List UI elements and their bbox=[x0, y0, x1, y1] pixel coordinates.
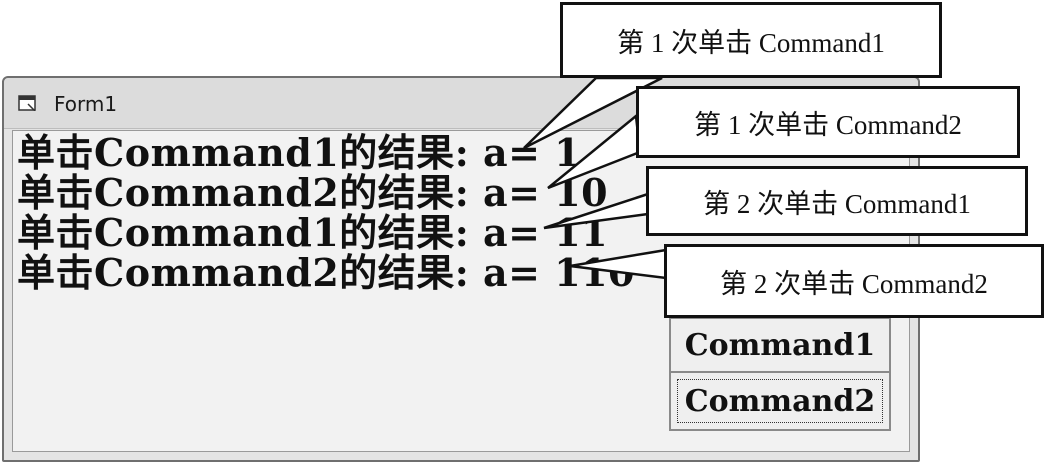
callout-label: 第 1 次单击 Command1 bbox=[560, 2, 942, 78]
command2-button[interactable]: Command2 bbox=[669, 371, 891, 431]
callout-pointer bbox=[543, 192, 650, 230]
command1-button[interactable]: Command1 bbox=[669, 317, 891, 373]
output-line: 单击Command2的结果: a= 10 bbox=[17, 170, 609, 215]
command1-button-label: Command1 bbox=[684, 327, 876, 363]
window-title: Form1 bbox=[54, 92, 118, 116]
callout-pointer bbox=[523, 76, 663, 150]
output-line: 单击Command1的结果: a= 11 bbox=[17, 210, 609, 255]
callout-label: 第 2 次单击 Command1 bbox=[646, 166, 1028, 236]
output-line: 单击Command2的结果: a= 110 bbox=[17, 250, 636, 295]
output-line: 单击Command1的结果: a= 1 bbox=[17, 130, 582, 175]
command2-button-label: Command2 bbox=[684, 383, 876, 419]
form-window-icon bbox=[18, 95, 36, 111]
callout-pointer bbox=[569, 248, 668, 280]
callout-label: 第 1 次单击 Command2 bbox=[636, 86, 1020, 158]
focus-rectangle bbox=[677, 379, 883, 423]
callout-label: 第 2 次单击 Command2 bbox=[664, 244, 1044, 318]
